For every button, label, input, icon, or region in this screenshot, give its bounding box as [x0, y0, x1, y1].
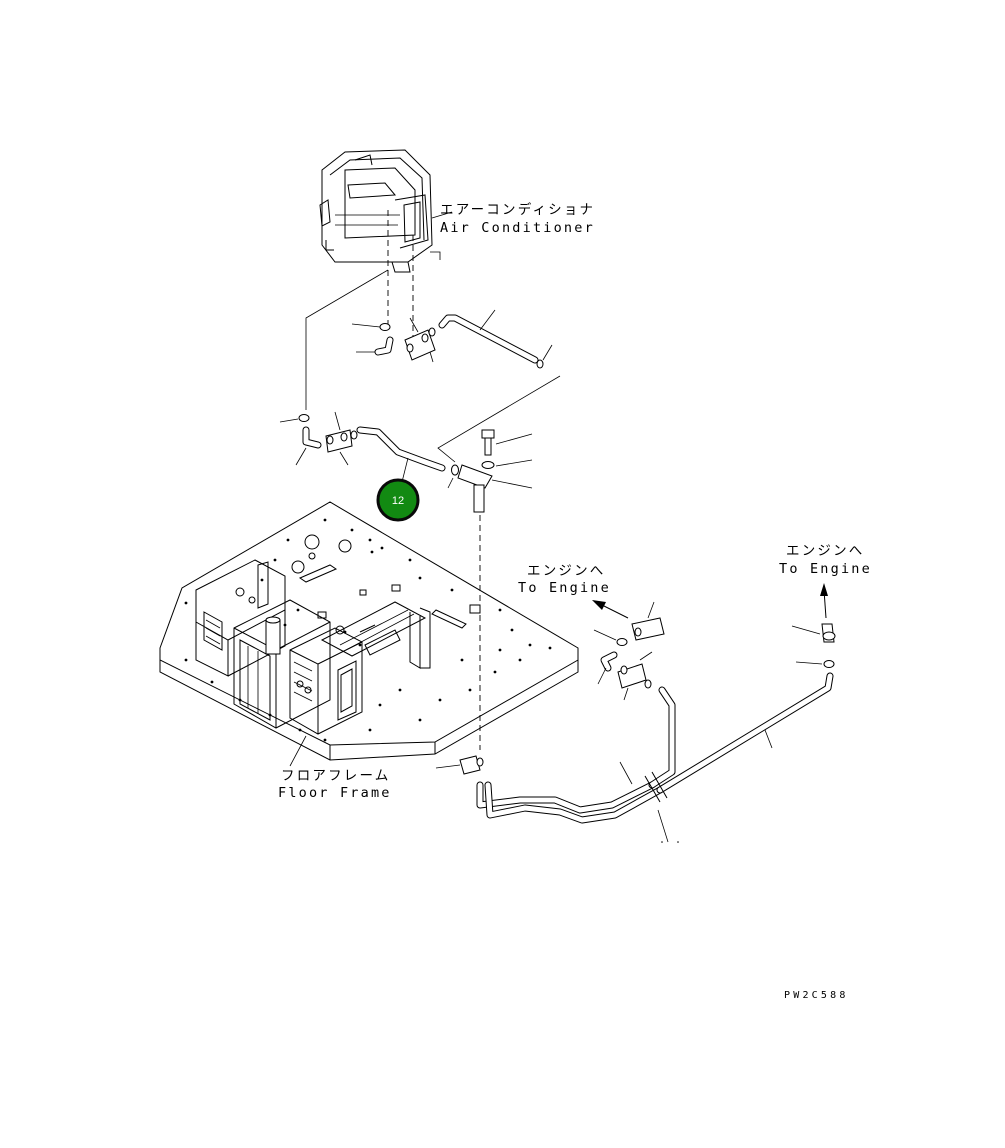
- callout-12[interactable]: 12: [376, 478, 420, 522]
- air-conditioner-unit: [319, 149, 441, 350]
- to-engine-label-1-en: To Engine: [518, 580, 611, 596]
- to-engine-label-1-jp: エンジンへ: [527, 563, 606, 579]
- upper-hose-assembly: [305, 269, 561, 463]
- air-conditioner-label-jp: エアーコンディショナ: [440, 201, 595, 218]
- to-engine-label-2-en: To Engine: [779, 561, 872, 577]
- drawing-code: PW2C588: [784, 990, 849, 1001]
- floor-frame-label-en: Floor Frame: [278, 785, 392, 801]
- air-conditioner-label-en: Air Conditioner: [440, 220, 595, 236]
- to-engine-label-2-jp: エンジンへ: [786, 543, 865, 559]
- floor-frame: [159, 501, 579, 761]
- floor-frame-label-jp: フロアフレーム: [281, 768, 391, 784]
- middle-hose-assembly: [279, 411, 533, 750]
- callout-number: 12: [392, 495, 404, 507]
- lower-hose-assembly: [435, 583, 836, 843]
